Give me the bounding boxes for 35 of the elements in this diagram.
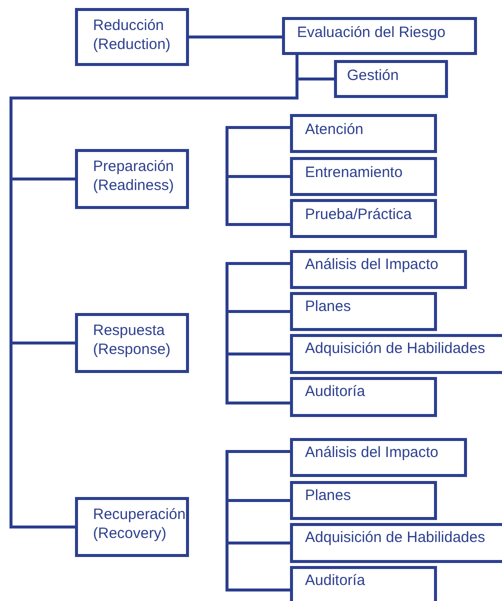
box-label: Adquisición de Habilidades <box>305 528 486 547</box>
process-box <box>290 114 437 153</box>
box-label: Análisis del Impacto <box>305 255 440 274</box>
process-box <box>290 199 437 238</box>
process-box <box>282 17 477 55</box>
box-label: Planes <box>305 486 352 505</box>
box-label: Recuperación (Recovery) <box>93 505 187 543</box>
box-label: Adquisición de Habilidades <box>305 339 486 358</box>
box-label: Respuesta (Response) <box>93 321 172 359</box>
process-box <box>290 250 467 289</box>
box-label: Entrenamiento <box>305 163 404 182</box>
process-box <box>75 497 189 557</box>
process-box <box>290 157 437 196</box>
box-label: Atención <box>305 120 364 139</box>
process-box <box>290 377 437 417</box>
process-box <box>290 438 467 477</box>
box-label: Prueba/Práctica <box>305 205 413 224</box>
process-box <box>290 566 437 601</box>
box-label: Planes <box>305 297 352 316</box>
process-box <box>75 8 189 66</box>
box-label: Auditoría <box>305 571 366 590</box>
box-label: Análisis del Impacto <box>305 443 440 462</box>
process-box <box>75 149 189 209</box>
process-box <box>290 334 502 374</box>
process-box <box>290 481 437 520</box>
process-box <box>75 313 189 373</box>
process-box <box>290 523 502 563</box>
box-label: Evaluación del Riesgo <box>297 23 446 42</box>
process-box <box>334 60 448 98</box>
box-label: Reducción (Reduction) <box>93 16 172 54</box>
connector-line <box>189 36 282 38</box>
box-label: Gestión <box>347 66 400 85</box>
process-box <box>290 292 437 331</box>
box-label: Auditoría <box>305 382 366 401</box>
box-label: Preparación (Readiness) <box>93 157 175 195</box>
